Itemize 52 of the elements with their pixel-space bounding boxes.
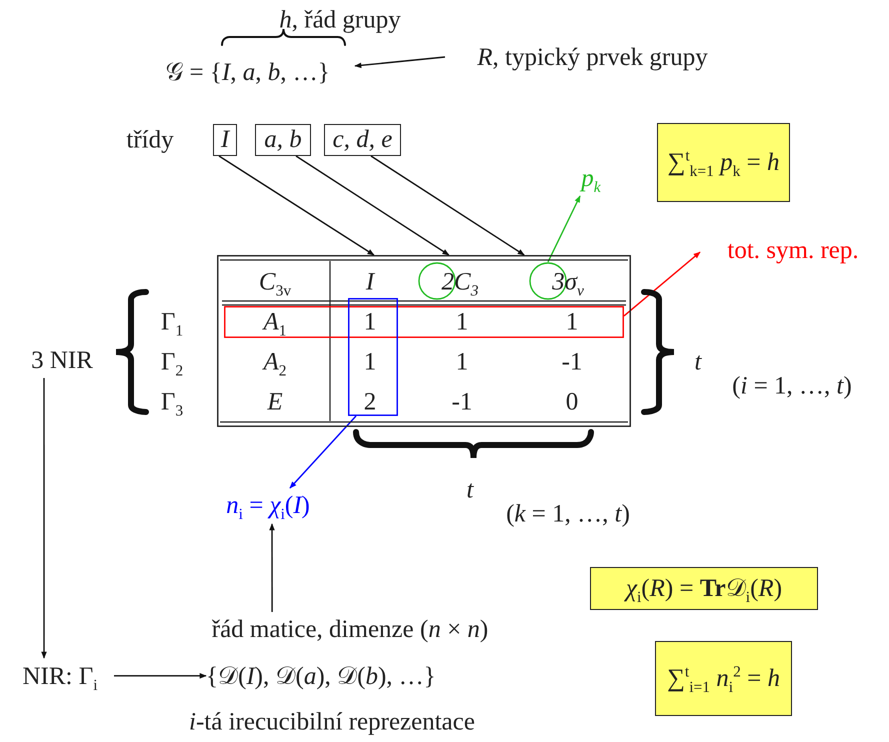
table-cell: 1 (364, 308, 376, 336)
formula-box: ∑$^{t}$$_{i=1}$ n$_{i}$$^{2}$ = h (655, 641, 792, 716)
formula-box: ∑$^{t}$$_{k=1}$ p$_{k}$ = h (657, 123, 790, 202)
table-cell: 1 (364, 348, 376, 376)
arrow (370, 155, 525, 256)
arrow (41, 378, 47, 659)
row-symbol: Γ$_{2}$ (160, 348, 184, 376)
row-symbol: Γ$_{1}$ (160, 308, 184, 336)
brace-label: (k = 1, …, t) (506, 500, 630, 528)
annotation-text: R, typický prvek grupy (445, 38, 740, 78)
annotation-text: p$_{k}$ (566, 162, 616, 196)
table-cell: E (267, 388, 283, 416)
brace-label: (i = 1, …, t) (732, 372, 852, 400)
highlight-rectangle (348, 298, 398, 416)
row-symbol: Γ$_{3}$ (160, 388, 184, 416)
arrow (354, 56, 446, 68)
annotation-text: tot. sym. rep. (700, 232, 886, 270)
arrow (296, 155, 450, 256)
table-cell: 1 (456, 308, 468, 336)
table-cell: 1 (566, 308, 578, 336)
annotation-text: NIR: Γ$_{i}$ (6, 658, 114, 696)
class-box: I (213, 124, 237, 156)
table-header: I (366, 268, 374, 296)
table-cell: A$_{2}$ (263, 348, 287, 376)
highlight-rectangle (224, 306, 624, 338)
arrow (289, 416, 357, 489)
table-cell: 0 (566, 388, 578, 416)
brace-label: t (694, 348, 702, 376)
class-box: a, b (255, 124, 311, 156)
set-formula: 𝒢 = {I, a, b, …} (140, 52, 355, 94)
table-cell: 1 (456, 348, 468, 376)
arrow (269, 523, 275, 612)
formula-box: χ$_{i}$(R) = Tr𝒟$_{i}$(R) (590, 567, 818, 610)
brace-label: h, řád grupy (279, 6, 401, 34)
table-cell: 2 (364, 388, 376, 416)
annotation-text: třídy (126, 126, 174, 154)
annotation-text: řád matice, dimenze (n × n) (160, 612, 540, 648)
arrow (547, 195, 581, 262)
set-formula: {𝒟(I), 𝒟(a), 𝒟(b), …} (206, 658, 506, 696)
formula-text: n$_{i}$ = χ$_{i}$(I) (188, 488, 348, 524)
arrow (114, 673, 207, 679)
brace-label: t (466, 476, 474, 504)
table-cell: -1 (562, 348, 582, 376)
annotation-text: 3 NIR (14, 344, 110, 378)
annotation-text: i-tá irecucibilní reprezentace (189, 708, 475, 736)
table-header: C$_{3v}$ (258, 268, 292, 296)
table-cell: A$_{1}$ (263, 308, 287, 336)
arrow (218, 155, 374, 256)
table-cell: -1 (452, 388, 472, 416)
character-table (217, 255, 631, 427)
class-box: c, d, e (324, 124, 401, 156)
arrow (624, 252, 701, 316)
